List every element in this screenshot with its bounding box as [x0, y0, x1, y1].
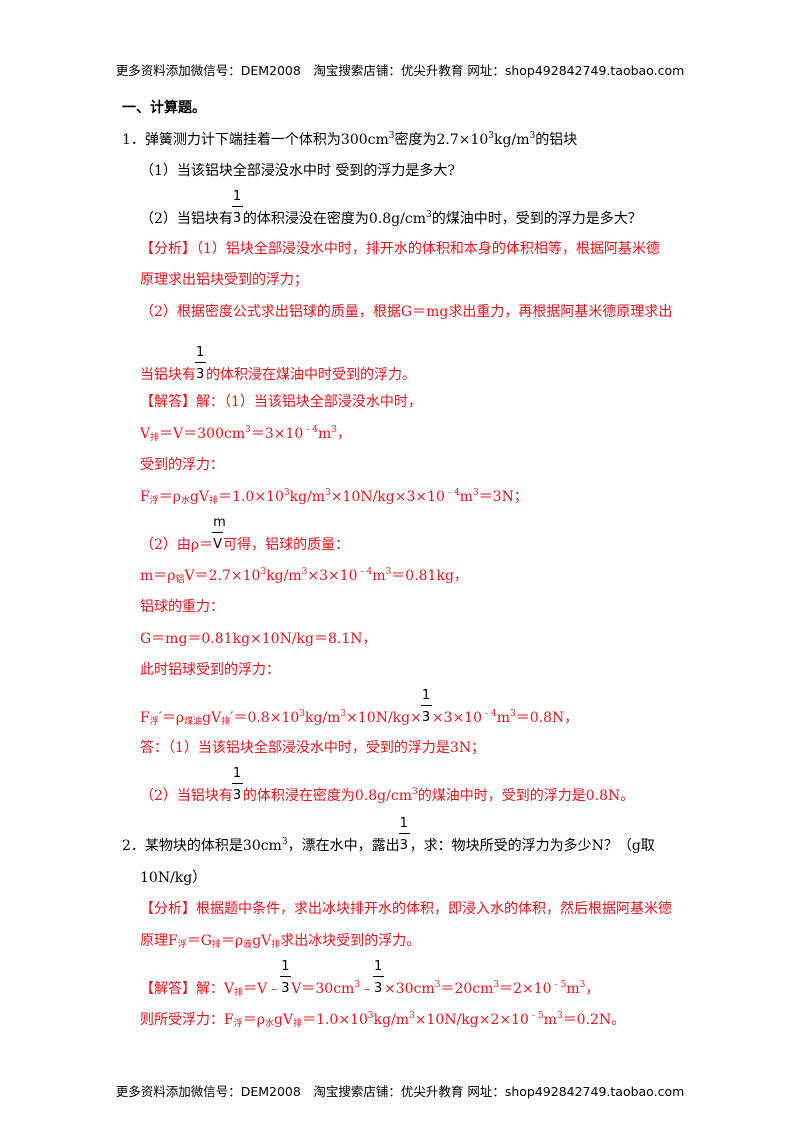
q1-solution-line2: V排＝V＝300cm3＝3×10﹣4m3，: [140, 425, 352, 443]
q1-solution-line7: 铝球的重力：: [140, 599, 224, 615]
q1-analysis-line3: （2）根据密度公式求出铝球的质量，根据G＝mg求出重力，再根据阿基米德原理求出: [140, 304, 673, 320]
page-header: 更多资料添加微信号：DEM2008 淘宝搜索店铺：优尖升教育 网址：shop49…: [115, 63, 685, 78]
q1-stem: 1．弹簧测力计下端挂着一个体积为300cm3密度为2.7×103kg/m3的铝块: [122, 131, 578, 149]
q2-stem-line2: 10N/kg）: [140, 870, 207, 886]
q1-solution-line6: m＝ρ铝V＝2.7×103kg/m3×3×10﹣4m3＝0.81kg，: [140, 567, 468, 585]
q2-solution-line2: 则所受浮力：F浮＝ρ水gV排＝1.0×103kg/m3×10N/kg×2×10﹣…: [140, 1011, 626, 1029]
q1-answer-line1: 答：（1）当该铝块全部浸没水中时，受到的浮力是3N；: [140, 740, 486, 756]
q1-analysis-line2: 原理求出铝块受到的浮力；: [140, 272, 308, 288]
q1-solution-line1: 【解答】解：（1）当该铝块全部浸没水中时，: [140, 394, 422, 410]
q1-solution-line8: G＝mg＝0.81kg×10N/kg＝8.1N，: [140, 631, 377, 647]
q1-sub1: （1）当该铝块全部浸没水中时 受到的浮力是多大?: [140, 163, 455, 179]
q1-solution-line4: F浮＝ρ水gV排＝1.0×103kg/m3×10N/kg×3×10﹣4m3＝3N…: [140, 488, 528, 506]
q1-solution-line9: 此时铝球受到的浮力：: [140, 662, 280, 678]
q1-analysis-line1: 【分析】（1）铝块全部浸没水中时，排开水的体积和本身的体积相等，根据阿基米德: [140, 241, 660, 257]
q2-analysis-line1: 【分析】根据题中条件，求出冰块排开水的体积，即浸入水的体积，然后根据阿基米德: [140, 901, 672, 917]
q2-analysis-line2: 原理F浮＝G排＝ρ液gV排求出冰块受到的浮力。: [140, 933, 421, 950]
section-title: 一、计算题。: [122, 100, 206, 116]
page-footer: 更多资料添加微信号：DEM2008 淘宝搜索店铺：优尖升教育 网址：shop49…: [115, 1084, 685, 1099]
q1-solution-line3: 受到的浮力：: [140, 457, 224, 473]
